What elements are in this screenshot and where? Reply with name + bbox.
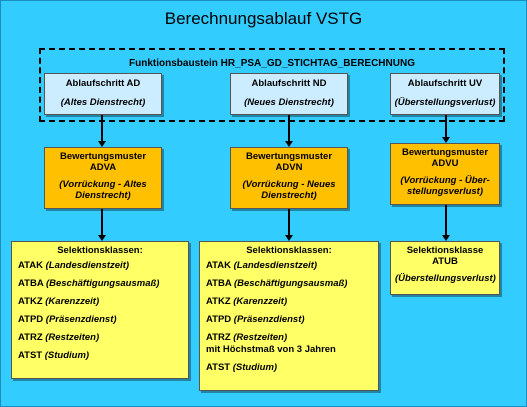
sel-desc: (Studium): [232, 362, 278, 373]
diagram-title: Berechnungsablauf VSTG: [164, 9, 363, 28]
sel-ad-row: ATRZ (Restzeiten): [18, 332, 182, 343]
bewertungsmuster-adva-box: Bewertungsmuster ADVA (Vorrückung - Alte…: [44, 147, 162, 209]
sel-code: ATRZ: [206, 332, 231, 343]
connector-uv-advu: [445, 115, 447, 137]
arrowhead-advu: [442, 235, 450, 241]
sel-desc: (Landesdienstzeit): [45, 260, 130, 271]
sel-desc: (Studium): [44, 350, 90, 361]
funktionsbaustein-boundary: [39, 48, 505, 122]
sel-desc: (Beschäftigungsausmaß): [45, 278, 160, 289]
advu-sub1: (Vorrückung - Über-: [400, 175, 490, 186]
sel-nd-row: ATRZ (Restzeiten): [206, 332, 372, 343]
ablaufschritt-nd-label: Ablaufschritt ND: [251, 78, 327, 89]
ablaufschritt-uv-label: Ablaufschritt UV: [407, 78, 483, 89]
ablaufschritt-uv-box: Ablaufschritt UV (Überstellungsverlust): [390, 73, 500, 115]
advu-line2: ADVU: [431, 158, 459, 169]
advn-sub2: Dienstrecht): [261, 190, 317, 201]
advu-sub2: stellungsverlust): [406, 186, 484, 197]
sel-nd-row-extra: mit Höchstmaß von 3 Jahren: [206, 344, 336, 355]
sel-uv-header2: ATUB: [432, 256, 458, 267]
ablaufschritt-uv-sub: (Überstellungsverlust): [394, 97, 496, 108]
sel-nd-row: ATAK (Landesdienstzeit): [206, 260, 372, 271]
sel-code: ATBA: [18, 278, 44, 289]
advn-sub1: (Vorrückung - Neues: [242, 179, 336, 190]
adva-line1: Bewertungsmuster: [59, 151, 147, 162]
sel-code: ATPD: [18, 314, 44, 325]
sel-desc: (Beschäftigungsausmaß): [233, 278, 348, 289]
sel-desc: (Präsenzdienst): [45, 314, 117, 325]
sel-nd-row: ATPD (Präsenzdienst): [206, 314, 372, 325]
connector-advn-sel: [288, 209, 290, 235]
adva-line2: ADVA: [89, 162, 117, 173]
arrowhead-adva: [98, 235, 106, 241]
selektionsklassen-ad-box: Selektionsklassen: ATAK (Landesdienstzei…: [11, 241, 189, 379]
sel-nd-row: ATST (Studium): [206, 362, 372, 373]
sel-code: ATKZ: [206, 296, 231, 307]
sel-ad-row: ATAK (Landesdienstzeit): [18, 260, 182, 271]
sel-ad-row: ATBA (Beschäftigungsausmaß): [18, 278, 182, 289]
sel-desc: (Karenzzeit): [45, 296, 100, 307]
advu-line1: Bewertungsmuster: [401, 147, 489, 158]
connector-advu-sel: [445, 205, 447, 235]
sel-desc: (Restzeiten): [45, 332, 100, 343]
connector-ad-advа: [101, 115, 103, 141]
sel-code: ATKZ: [18, 296, 43, 307]
selektionsklasse-uv-box: Selektionsklasse ATUB (Überstellungsverl…: [390, 241, 500, 295]
sel-ad-row: ATPD (Präsenzdienst): [18, 314, 182, 325]
arrowhead-ad: [98, 141, 106, 147]
connector-nd-advn: [288, 115, 290, 141]
sel-code: ATAK: [206, 260, 231, 271]
ablaufschritt-ad-sub: (Altes Dienstrecht): [60, 97, 146, 108]
sel-uv-desc: (Überstellungsverlust): [395, 273, 496, 284]
connector-adva-sel: [101, 209, 103, 235]
sel-code: ATRZ: [18, 332, 43, 343]
sel-ad-row: ATKZ (Karenzzeit): [18, 296, 182, 307]
sel-code: ATPD: [206, 314, 232, 325]
arrowhead-nd: [285, 141, 293, 147]
arrowhead-advn: [285, 235, 293, 241]
bewertungsmuster-advn-box: Bewertungsmuster ADVN (Vorrückung - Neue…: [230, 147, 348, 209]
sel-desc: (Restzeiten): [233, 332, 288, 343]
sel-desc: (Landesdienstzeit): [233, 260, 318, 271]
ablaufschritt-nd-box: Ablaufschritt ND (Neues Dienstrecht): [230, 73, 348, 115]
sel-nd-header: Selektionsklassen:: [246, 245, 332, 256]
sel-nd-row: ATKZ (Karenzzeit): [206, 296, 372, 307]
sel-ad-row: ATST (Studium): [18, 350, 182, 361]
sel-code: ATST: [206, 362, 231, 373]
sel-desc: (Präsenzdienst): [233, 314, 305, 325]
ablaufschritt-ad-box: Ablaufschritt AD (Altes Dienstrecht): [44, 73, 162, 115]
sel-code: ATAK: [18, 260, 43, 271]
ablaufschritt-nd-sub: (Neues Dienstrecht): [244, 97, 334, 108]
bewertungsmuster-advu-box: Bewertungsmuster ADVU (Vorrückung - Über…: [390, 143, 500, 205]
adva-sub1: (Vorrückung - Altes: [59, 179, 147, 190]
sel-code: ATBA: [206, 278, 232, 289]
sel-code: ATST: [18, 350, 43, 361]
sel-nd-row: ATBA (Beschäftigungsausmaß): [206, 278, 372, 289]
selektionsklassen-nd-box: Selektionsklassen: ATAK (Landesdienstzei…: [199, 241, 379, 391]
sel-desc: (Karenzzeit): [233, 296, 288, 307]
sel-ad-header: Selektionsklassen:: [57, 245, 143, 256]
advn-line2: ADVN: [275, 162, 303, 173]
arrowhead-uv: [442, 137, 450, 143]
ablaufschritt-ad-label: Ablaufschritt AD: [65, 78, 141, 89]
sel-uv-header1: Selektionsklasse: [406, 245, 484, 256]
advn-line1: Bewertungsmuster: [245, 151, 333, 162]
adva-sub2: Dienstrecht): [75, 190, 131, 201]
funktionsbaustein-label: Funktionsbaustein HR_PSA_GD_STICHTAG_BER…: [129, 58, 415, 69]
